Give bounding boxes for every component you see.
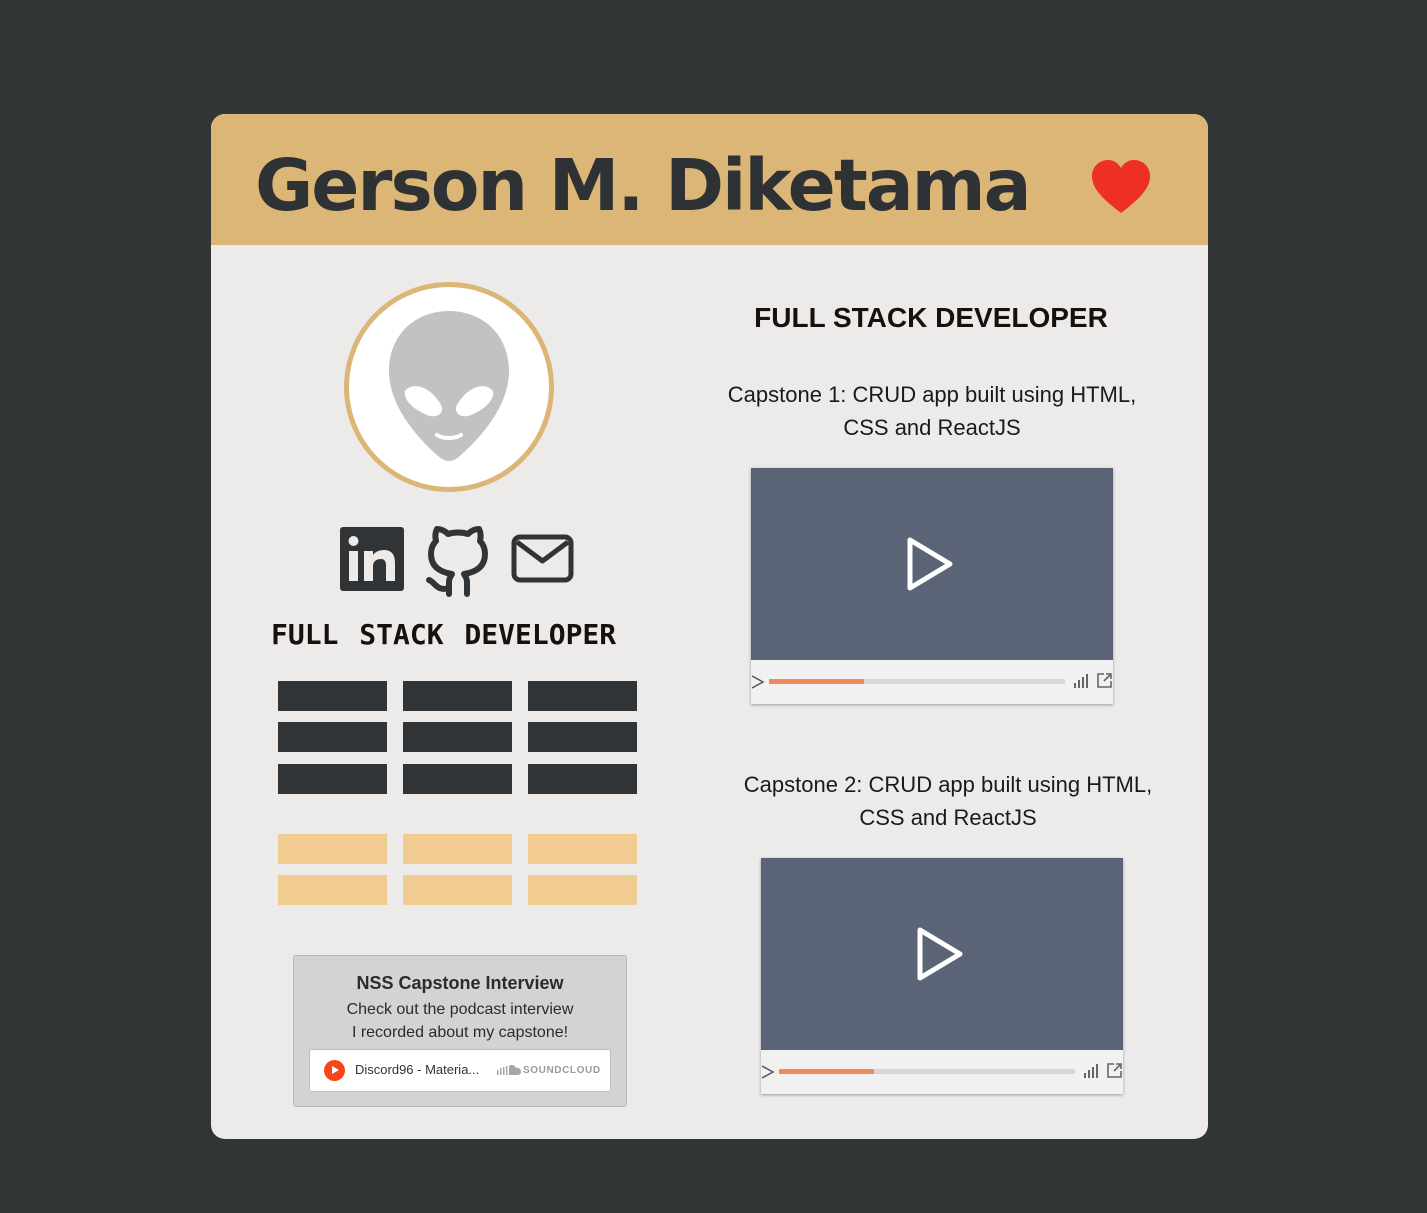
skill-tile <box>528 722 637 752</box>
track-title: Discord96 - Materia... <box>355 1062 480 1077</box>
skill-tile <box>278 834 387 864</box>
video-controls <box>761 1050 1123 1094</box>
progress-fill <box>779 1069 874 1074</box>
volume-icon[interactable] <box>1083 1063 1099 1079</box>
podcast-line: Check out the podcast interview <box>346 1001 574 1018</box>
caption-line: CSS and ReactJS <box>843 415 1021 440</box>
skill-tile <box>528 875 637 905</box>
provider-label: SOUNDCLOUD <box>523 1065 601 1076</box>
podcast-widget: NSS Capstone Interview Check out the pod… <box>293 955 627 1107</box>
github-link[interactable] <box>425 526 495 598</box>
card-header: Gerson M. Diketama <box>211 114 1208 245</box>
podcast-line: I recorded about my capstone! <box>351 1024 569 1041</box>
skill-tile <box>403 722 512 752</box>
play-icon[interactable] <box>751 674 765 690</box>
caption-line: Capstone 2: CRUD app built using HTML, <box>743 772 1153 797</box>
email-link[interactable] <box>510 526 580 598</box>
video-screen[interactable] <box>751 468 1113 660</box>
github-icon <box>426 526 488 597</box>
podcast-description: Check out the podcast interview I record… <box>294 998 626 1044</box>
mail-icon <box>511 534 574 583</box>
alien-icon <box>389 311 509 461</box>
caption-line: CSS and ReactJS <box>859 805 1037 830</box>
page-title: Gerson M. Diketama <box>255 144 1032 227</box>
skill-tile <box>528 764 637 794</box>
linkedin-link[interactable] <box>339 526 409 598</box>
linkedin-icon <box>340 527 404 591</box>
heart-icon[interactable] <box>1091 159 1151 215</box>
avatar <box>344 282 554 492</box>
skill-tile <box>278 722 387 752</box>
skill-tile <box>403 875 512 905</box>
video-controls <box>751 660 1113 704</box>
video-screen[interactable] <box>761 858 1123 1050</box>
project-caption: Capstone 1: CRUD app built using HTML, C… <box>672 378 1192 444</box>
play-icon[interactable] <box>324 1060 345 1081</box>
skill-tile <box>278 681 387 711</box>
skill-tile <box>528 681 637 711</box>
fullscreen-icon[interactable] <box>1096 672 1113 689</box>
skill-tile <box>278 875 387 905</box>
profile-card: Gerson M. Diketama <box>211 114 1208 1139</box>
skill-tile <box>403 681 512 711</box>
progress-bar[interactable] <box>769 679 1065 684</box>
play-icon[interactable] <box>913 922 969 986</box>
soundcloud-player[interactable]: Discord96 - Materia... SOUNDCLOUD <box>309 1049 611 1092</box>
section-title: FULL STACK DEVELOPER <box>754 302 1108 333</box>
skill-tile <box>278 764 387 794</box>
progress-fill <box>769 679 864 684</box>
play-icon[interactable] <box>761 1064 775 1080</box>
skills-title: FULL STACK DEVELOPER <box>271 618 617 651</box>
skill-tile <box>528 834 637 864</box>
skill-tile <box>403 834 512 864</box>
progress-bar[interactable] <box>779 1069 1075 1074</box>
caption-line: Capstone 1: CRUD app built using HTML, <box>727 382 1137 407</box>
project-caption: Capstone 2: CRUD app built using HTML, C… <box>688 768 1208 834</box>
podcast-title: NSS Capstone Interview <box>356 973 564 993</box>
skill-tile <box>403 764 512 794</box>
soundcloud-icon <box>497 1064 521 1075</box>
video-player <box>761 858 1123 1094</box>
fullscreen-icon[interactable] <box>1106 1062 1123 1079</box>
play-icon[interactable] <box>903 532 959 596</box>
volume-icon[interactable] <box>1073 673 1089 689</box>
video-player <box>751 468 1113 704</box>
